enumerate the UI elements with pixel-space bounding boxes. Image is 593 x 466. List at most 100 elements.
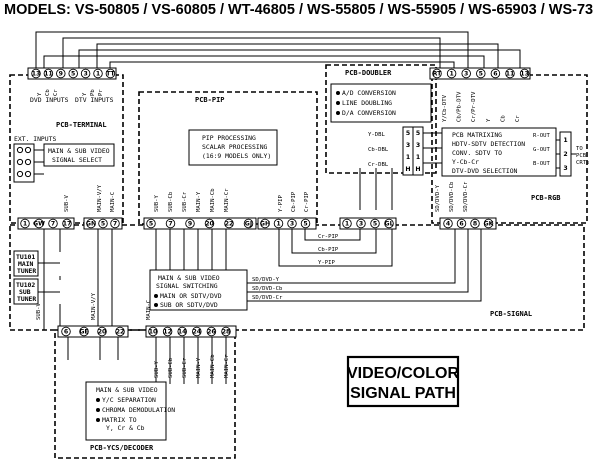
pip-mid-pin-circle bbox=[146, 218, 156, 229]
tuner-sub-l2: TUNER bbox=[17, 295, 36, 303]
signal-ycs-pin-circle bbox=[206, 326, 217, 337]
rgb-out-pin: 2 bbox=[563, 151, 567, 158]
signal-bottom-pin: 6 bbox=[64, 329, 68, 336]
pip-left-pin: 5 bbox=[101, 221, 105, 228]
terminal-top-pin: 13 bbox=[32, 71, 41, 78]
terminal-top-pin: 1 bbox=[96, 71, 100, 78]
terminal-top-pin-circle bbox=[43, 68, 54, 79]
rgb-top-pin: RT bbox=[433, 71, 442, 78]
doubler-feature: D/A CONVERSION bbox=[342, 109, 396, 117]
pip-feature: (16:9 MODELS ONLY) bbox=[202, 152, 271, 160]
signal-ycs-signal: SUB-Y bbox=[154, 361, 160, 378]
doubler-side-pin: 5 bbox=[416, 130, 420, 137]
switching-line1: MAIN & SUB VIDEO bbox=[158, 274, 220, 282]
pip-mid-pin-circle bbox=[243, 218, 254, 229]
rgb-bottom-pin: 8 bbox=[473, 221, 477, 228]
rgb-top-pin-circle bbox=[461, 68, 471, 79]
terminal-bottom-pin-circle bbox=[34, 218, 44, 229]
signal-ycs-pin-circle bbox=[162, 326, 173, 337]
rgb-top-pin-circle bbox=[490, 68, 501, 79]
rgb-feature: PCB MATRIXING bbox=[452, 131, 502, 139]
rgb-top-signal: Cr bbox=[515, 115, 521, 122]
signal-bottom-signal: SUB-V bbox=[36, 303, 42, 320]
rgb-top-signal: Y/Cb-DTV bbox=[442, 94, 448, 122]
signal-ycs-signal: MAIN-Cb bbox=[210, 354, 216, 378]
terminal-bottom-pin-circle bbox=[62, 218, 72, 229]
ycs-line1: MAIN & SUB VIDEO bbox=[96, 386, 158, 394]
bullet-dot bbox=[336, 101, 340, 105]
signal-ycs-signal: SUB-Cr bbox=[182, 357, 188, 378]
switch-output-label: SD/DVD-Cb bbox=[252, 286, 283, 292]
rgb-top-pin: 1 bbox=[449, 71, 453, 78]
signal-ycs-pin: 10 bbox=[149, 329, 158, 336]
rgb-top-pin-circle bbox=[519, 68, 530, 79]
pcb-signal-outline bbox=[9, 224, 585, 331]
ycs-matrix2: Y, Cr & Cb bbox=[106, 424, 145, 432]
dvd-inputs-label: DVD INPUTS bbox=[30, 96, 69, 104]
rgb-feature: CONV. SDTV TO bbox=[452, 149, 502, 157]
pip-right-signal: Y-PIP bbox=[278, 195, 284, 212]
pip-mid-signal: MAIN-Cb bbox=[210, 188, 216, 212]
pip-right-pin: 5 bbox=[303, 221, 307, 228]
pip-mid-pin-circle bbox=[185, 218, 195, 229]
rgb-top-pin-circle bbox=[505, 68, 515, 79]
rgb-out-wires bbox=[556, 139, 576, 169]
pip-mid-wires bbox=[155, 229, 227, 270]
pip-mid-signal: SUB-Y bbox=[154, 195, 160, 212]
terminal-signal-wires bbox=[43, 229, 113, 330]
rgb-feature-box bbox=[441, 127, 557, 177]
pip-right-pin-circle bbox=[260, 218, 270, 229]
pip-right-pin: 1 bbox=[276, 221, 280, 228]
signal-bottom-signal: MAIN-C bbox=[146, 300, 152, 320]
doubler-bottom-pin: 1 bbox=[345, 221, 349, 228]
pip-mid-pin: GJ bbox=[245, 221, 252, 228]
title-line2: SIGNAL PATH bbox=[350, 385, 456, 402]
terminal-top-pin: 5 bbox=[71, 71, 75, 78]
signal-bottom-pin: GE bbox=[79, 329, 88, 336]
terminal-bottom-pin: 1 bbox=[23, 221, 27, 228]
pip-return-wires bbox=[278, 229, 393, 267]
tuner-main-l1: MAIN bbox=[18, 260, 34, 268]
pip-right-pin-circle bbox=[287, 218, 297, 229]
terminal-top-pin-circle bbox=[56, 68, 66, 79]
pip-left-signal: MAIN-C bbox=[110, 192, 116, 212]
title-box bbox=[346, 355, 460, 408]
ext-input-jacks bbox=[13, 143, 44, 183]
signal-ycs-pin: 12 bbox=[163, 329, 172, 336]
dvd-signal-label: Cb bbox=[45, 89, 51, 96]
rgb-out-pin: 3 bbox=[563, 165, 567, 172]
signal-ycs-pin: 26 bbox=[207, 329, 216, 336]
tuner-wires bbox=[38, 262, 60, 293]
rgb-bottom-signal: SD/DVD-Cb bbox=[449, 181, 455, 212]
rgb-top-signal: Cb bbox=[500, 115, 506, 122]
rgb-top-signal: Y bbox=[486, 118, 492, 122]
pip-mid-pin-circle bbox=[204, 218, 215, 229]
pcb-terminal-label: PCB-TERMINAL bbox=[56, 121, 107, 129]
pip-left-pin-circle bbox=[98, 218, 108, 229]
doubler-bottom-pin-circle bbox=[356, 218, 366, 229]
doubler-side-pin: H bbox=[405, 166, 410, 173]
to-crts-label: TO bbox=[576, 146, 583, 152]
doubler-bottom-pin: 5 bbox=[373, 221, 377, 228]
tuner-main bbox=[13, 250, 39, 277]
pip-left-pin-circle bbox=[86, 218, 96, 229]
rgb-top-pin: 13 bbox=[520, 71, 529, 78]
pcb-pip-outline bbox=[138, 91, 318, 225]
signal-ycs-pin: 28 bbox=[222, 329, 231, 336]
signal-ycs-pin-circle bbox=[148, 326, 158, 337]
signal-ycs-signal: MAIN-Cr bbox=[224, 354, 230, 378]
pip-right-signal: Cb-PIP bbox=[291, 191, 297, 212]
pip-mid-pin: 9 bbox=[188, 221, 192, 228]
doubler-feature-box bbox=[330, 83, 432, 123]
terminal-top-pin-circle bbox=[93, 68, 103, 79]
pip-right-signal: Cr-PIP bbox=[304, 191, 310, 212]
rgb-output: B-OUT bbox=[533, 161, 550, 167]
terminal-bottom-pin: GW bbox=[33, 221, 45, 228]
